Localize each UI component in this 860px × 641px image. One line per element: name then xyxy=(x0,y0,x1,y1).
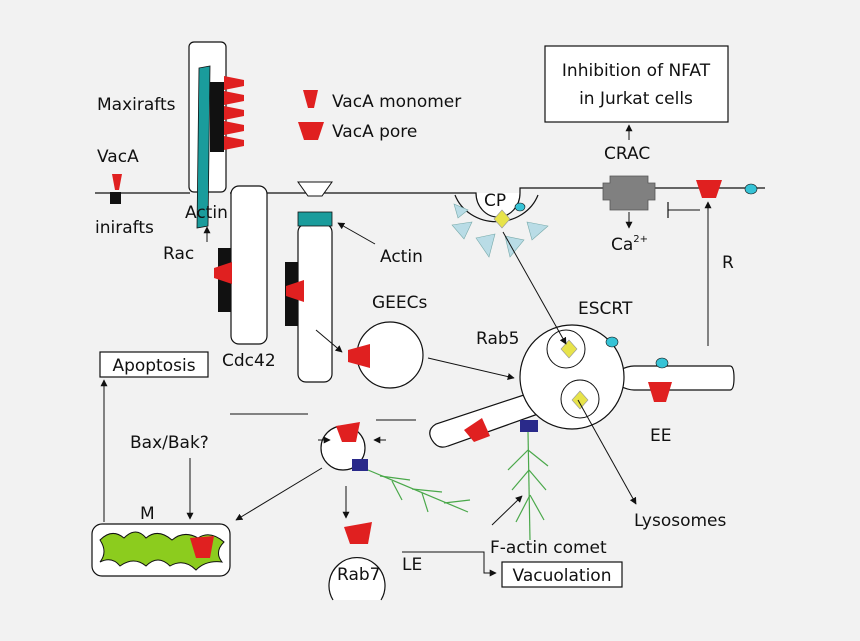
ilv-diamond-bottom xyxy=(571,390,589,410)
crac-label: CRAC xyxy=(604,144,650,164)
intermediate-navy-square xyxy=(352,459,368,471)
cp-spike xyxy=(475,233,496,258)
cp-spike xyxy=(451,221,473,240)
ee-to-lysosomes-arrow xyxy=(577,399,637,505)
vaca-pore xyxy=(224,121,244,135)
rab7-vesicle xyxy=(328,557,386,601)
geec-vaca-pore xyxy=(348,344,370,368)
maxiraft-block xyxy=(210,82,224,152)
geec-to-ee-arrow xyxy=(427,357,515,380)
cp-spike xyxy=(504,235,525,258)
clic-tube xyxy=(297,223,333,383)
factin-comet-under-vesicle xyxy=(367,469,471,513)
minirafts-label: inirafts xyxy=(95,218,154,238)
rac-label: Rac xyxy=(163,244,194,264)
clic-neck xyxy=(297,181,333,197)
actin-right-arrow xyxy=(337,222,376,245)
legend-pore-label: VacA pore xyxy=(332,122,417,142)
clic-vaca-pore xyxy=(286,280,304,302)
vaca-pore xyxy=(224,91,244,105)
miniraft-block xyxy=(110,192,121,204)
vaca-pore xyxy=(224,76,244,90)
le-to-vacuolation-arrow xyxy=(402,551,497,577)
geec-arrow-in xyxy=(315,329,343,353)
crac-channel xyxy=(602,175,656,211)
ee-tubule-left xyxy=(429,392,539,448)
ca-charge: 2+ xyxy=(633,234,648,245)
ee-vaca-pore xyxy=(648,382,672,402)
membrane-vaca-pore xyxy=(696,180,722,198)
plasma-membrane-right xyxy=(519,187,765,193)
cp-spike xyxy=(526,221,549,241)
intermediate-vaca-pore xyxy=(336,422,360,442)
ee-escrt-channel xyxy=(605,336,619,348)
ee-tubule-vaca-pore xyxy=(464,418,490,442)
mitochondrion-vaca-pore xyxy=(190,536,214,558)
ee-tubule-channel xyxy=(655,357,669,369)
factin-comet-label: F-actin comet xyxy=(490,538,607,558)
legend-monomer-icon xyxy=(303,90,318,108)
vacuolation-label: Vacuolation xyxy=(513,566,612,586)
membrane-receptor-channel xyxy=(744,183,758,195)
bax-bak-label: Bax/Bak? xyxy=(130,433,209,453)
legend-pore-icon xyxy=(298,122,324,140)
rab5-label: Rab5 xyxy=(476,329,519,349)
r-label: R xyxy=(722,253,734,273)
vaca-pore xyxy=(224,136,244,150)
cdc42-tube xyxy=(230,185,268,345)
actin-right-label: Actin xyxy=(380,247,423,267)
cp-to-ee-arrow xyxy=(502,231,567,345)
escrt-label: ESCRT xyxy=(578,299,633,319)
vesicle-to-mito-arrow xyxy=(235,467,323,521)
lysosomes-label: Lysosomes xyxy=(634,511,727,531)
vacuolation-box xyxy=(501,561,623,588)
m-label: M xyxy=(140,504,155,524)
factin-comet-arrow xyxy=(491,495,523,526)
le-label: LE xyxy=(402,555,422,575)
rab7-label: Rab7 xyxy=(337,565,380,585)
vaca-pore xyxy=(224,106,244,120)
rab7-vaca-pore xyxy=(344,522,372,544)
maxiraft-actin-bar xyxy=(196,65,211,229)
legend-monomer-label: VacA monomer xyxy=(332,92,461,112)
nfat-line1: Inhibition of NFAT xyxy=(562,61,711,81)
ee-tubule-right xyxy=(619,365,735,391)
clic-actin-collar xyxy=(297,211,333,227)
cdc42-label: Cdc42 xyxy=(222,351,276,371)
apoptosis-label: Apoptosis xyxy=(112,356,195,376)
apoptosis-box xyxy=(99,351,209,378)
ca-symbol: Ca xyxy=(611,235,633,255)
ee-tubule-navy-square xyxy=(520,420,538,432)
cp-spike xyxy=(453,203,469,219)
maxirafts-label: Maxirafts xyxy=(97,95,176,115)
cp-receptor-channel xyxy=(514,202,526,212)
nfat-line2: in Jurkat cells xyxy=(579,89,693,109)
vaca-monomer-miniraft xyxy=(112,174,122,190)
ca-label: Ca2+ xyxy=(611,234,648,255)
ee-label: EE xyxy=(650,426,671,446)
factin-comet-under-ee xyxy=(507,431,549,541)
maxiraft-vaca-pores xyxy=(224,76,244,150)
geecs-label: GEECs xyxy=(372,293,428,313)
nfat-box xyxy=(544,45,729,123)
cp-cargo-diamond xyxy=(493,209,511,229)
actin-left-label: Actin xyxy=(185,203,228,223)
cdc42-vaca-pore xyxy=(214,262,232,284)
vaca-label: VacA xyxy=(97,147,139,167)
cp-label: CP xyxy=(484,191,506,211)
